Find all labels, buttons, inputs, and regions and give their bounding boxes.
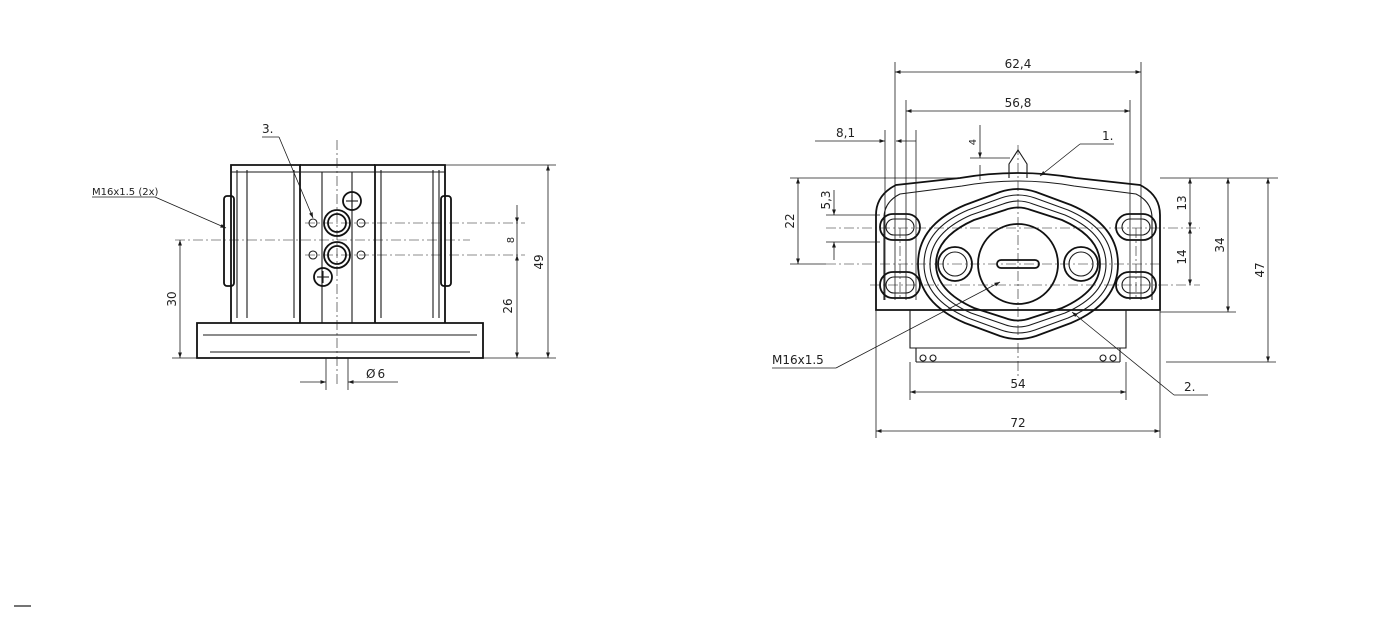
callout-thread-right: M16x1.5 xyxy=(772,353,824,367)
dim-8: 8 xyxy=(506,237,517,243)
callout-3: 3. xyxy=(262,122,273,136)
dim-4: 4 xyxy=(968,139,979,145)
dim-62-4: 62,4 xyxy=(1005,57,1032,71)
callout-2: 2. xyxy=(1184,380,1195,394)
dim-8-1: 8,1 xyxy=(836,126,855,140)
dim-54: 54 xyxy=(1010,377,1025,391)
dim-49: 49 xyxy=(532,254,546,269)
dim-14: 14 xyxy=(1175,249,1189,264)
dim-22: 22 xyxy=(783,213,797,228)
callout-thread-left: M16x1.5 (2x) xyxy=(92,187,159,198)
dim-72: 72 xyxy=(1010,416,1025,430)
dim-26: 26 xyxy=(501,298,515,313)
dim-5-3: 5,3 xyxy=(819,190,833,209)
dim-47: 47 xyxy=(1253,262,1267,277)
dim-13: 13 xyxy=(1175,195,1189,210)
dim-34: 34 xyxy=(1213,237,1227,252)
callout-1: 1. xyxy=(1102,129,1113,143)
dim-56-8: 56,8 xyxy=(1005,96,1032,110)
right-view: 62,4 56,8 8,1 4 1. 22 5,3 13 xyxy=(772,57,1278,438)
dim-30: 30 xyxy=(165,291,179,306)
